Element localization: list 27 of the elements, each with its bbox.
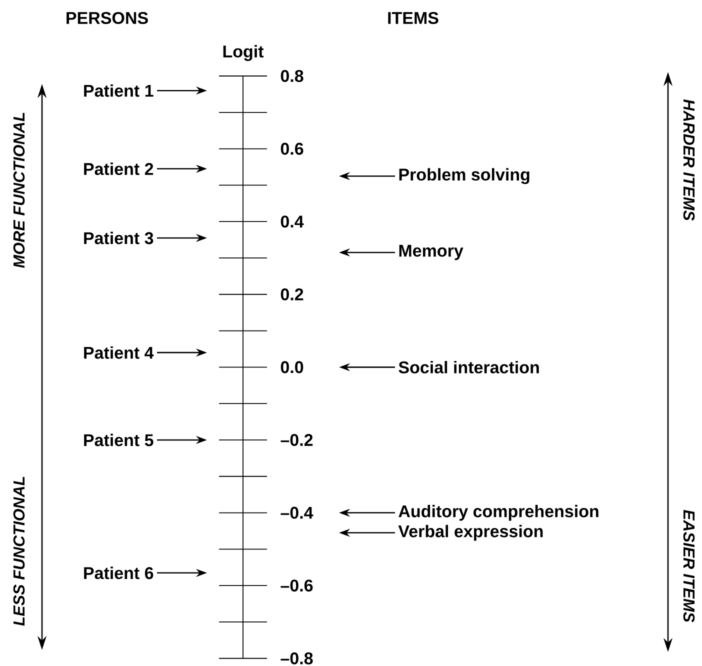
direction-label: MORE FUNCTIONAL xyxy=(13,112,25,268)
tick-label: 0.8 xyxy=(280,70,304,82)
direction-label: HARDER ITEMS xyxy=(683,99,695,221)
patient-label: Patient 2 xyxy=(84,162,154,176)
item-label: Verbal expression xyxy=(398,524,543,541)
tick-label: 0.4 xyxy=(280,216,304,228)
tick-label: –0.2 xyxy=(280,434,313,446)
item-label: Auditory comprehension xyxy=(398,504,598,521)
tick-label: –0.8 xyxy=(280,652,313,664)
direction-label: EASIER ITEMS xyxy=(683,510,695,622)
item-label: Social interaction xyxy=(398,360,539,374)
tick-label: 0.6 xyxy=(280,142,304,155)
heading: PERSONS xyxy=(66,12,148,24)
patient-label: Patient 5 xyxy=(84,434,154,446)
patient-label: Patient 4 xyxy=(84,346,154,359)
patient-label: Patient 1 xyxy=(84,84,154,97)
tick-label: 0.2 xyxy=(280,288,304,300)
axis-title: Logit xyxy=(223,45,264,61)
tick-label: –0.6 xyxy=(280,580,313,592)
patient-label: Patient 6 xyxy=(84,566,154,580)
patient-label: Patient 3 xyxy=(84,232,154,244)
item-label: Memory xyxy=(399,244,464,260)
direction-label: LESS FUNCTIONAL xyxy=(13,476,25,626)
heading: ITEMS xyxy=(388,12,438,24)
item-label: Problem solving xyxy=(399,168,530,184)
tick-label: 0.0 xyxy=(280,361,304,374)
tick-label: –0.4 xyxy=(280,506,314,519)
